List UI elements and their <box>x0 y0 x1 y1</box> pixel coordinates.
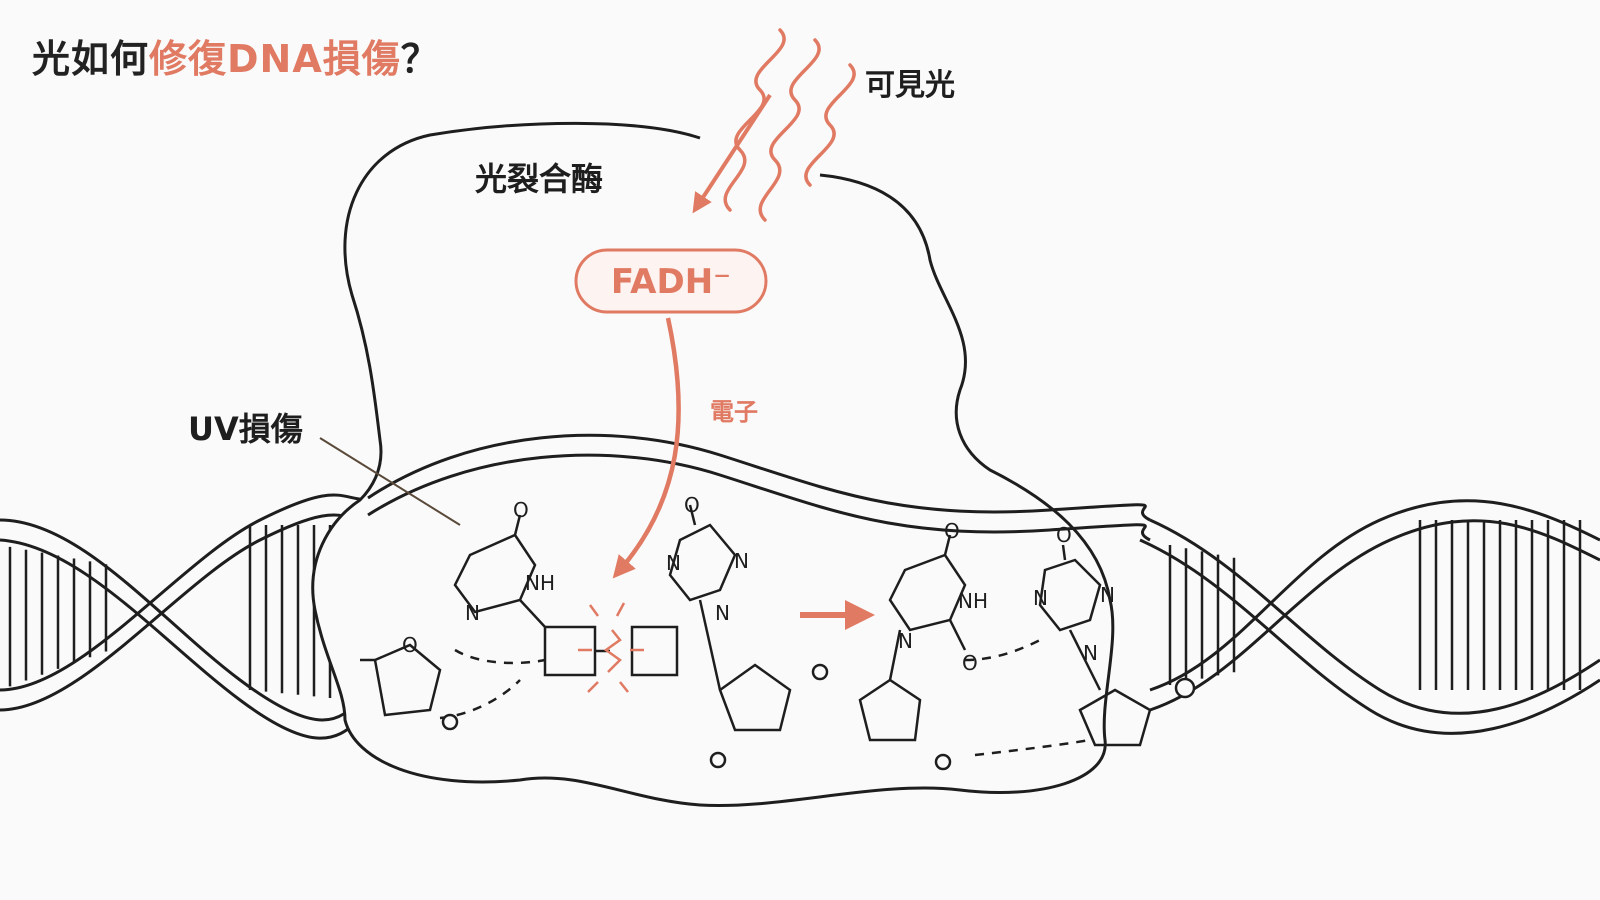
adjacent-base-in-dimer <box>668 504 792 732</box>
atom-n-mid-2: N <box>734 549 749 573</box>
atom-n-left: N <box>465 601 480 625</box>
title-suffix: ？ <box>400 37 440 81</box>
electron-label: 電子 <box>710 398 758 426</box>
repaired-base-left <box>858 534 967 742</box>
atom-n-rep-4: N <box>1083 641 1098 665</box>
photolyase-label: 光裂合酶 <box>475 160 603 198</box>
dna-backbone-d1 <box>1149 499 1600 692</box>
atom-n-rep-3: N <box>1100 583 1115 607</box>
dna-base-pairs-right <box>1168 520 1582 690</box>
atom-n-mid-3: N <box>715 601 730 625</box>
electron-arrow <box>612 317 681 579</box>
fadh-pill <box>574 248 768 314</box>
repaired-base-right <box>1038 544 1152 747</box>
atom-n-rep-1: N <box>898 629 913 653</box>
visible-light-waves <box>723 28 856 222</box>
dna-backbone-c1 <box>1149 518 1600 715</box>
atom-o-mid: O <box>684 493 700 517</box>
atom-n-mid-1: N <box>666 551 681 575</box>
light-arrow <box>692 93 772 214</box>
phosphate-nodes <box>441 663 1196 771</box>
dna-backbone-c2 <box>1139 538 1600 735</box>
visible-light-label: 可見光 <box>865 68 955 103</box>
dna-backbone-a2 <box>0 538 361 740</box>
atom-o-rep-3: O <box>1056 523 1072 547</box>
atom-o-left: O <box>513 498 529 522</box>
atom-n-rep-2: N <box>1033 586 1048 610</box>
dna-backbone-d2 <box>1149 519 1600 712</box>
dashed-backbone <box>439 638 1091 757</box>
atom-o-rep-2: O <box>962 651 978 675</box>
photolyase-enzyme-outline <box>311 121 1115 808</box>
dna-strand-inside-enzyme <box>367 433 1151 542</box>
title-prefix: 光如何 <box>32 37 150 81</box>
title-highlight: 修復DNA損傷 <box>149 37 401 81</box>
atom-nh-rep: NH <box>958 589 988 613</box>
atom-nh-left: NH <box>525 571 555 595</box>
page-title: 光如何修復DNA損傷？ <box>32 28 440 83</box>
uv-damage-leader-line <box>319 437 461 526</box>
bond-break-mark <box>578 602 644 693</box>
atom-o-sugar-left: O <box>402 633 418 657</box>
atom-o-rep-1: O <box>944 519 960 543</box>
dna-backbone-b1 <box>0 493 371 692</box>
dna-backbone-a1 <box>0 518 362 722</box>
uv-damage-label: UV損傷 <box>188 410 303 448</box>
fadh-label: FADH⁻ <box>611 262 731 302</box>
